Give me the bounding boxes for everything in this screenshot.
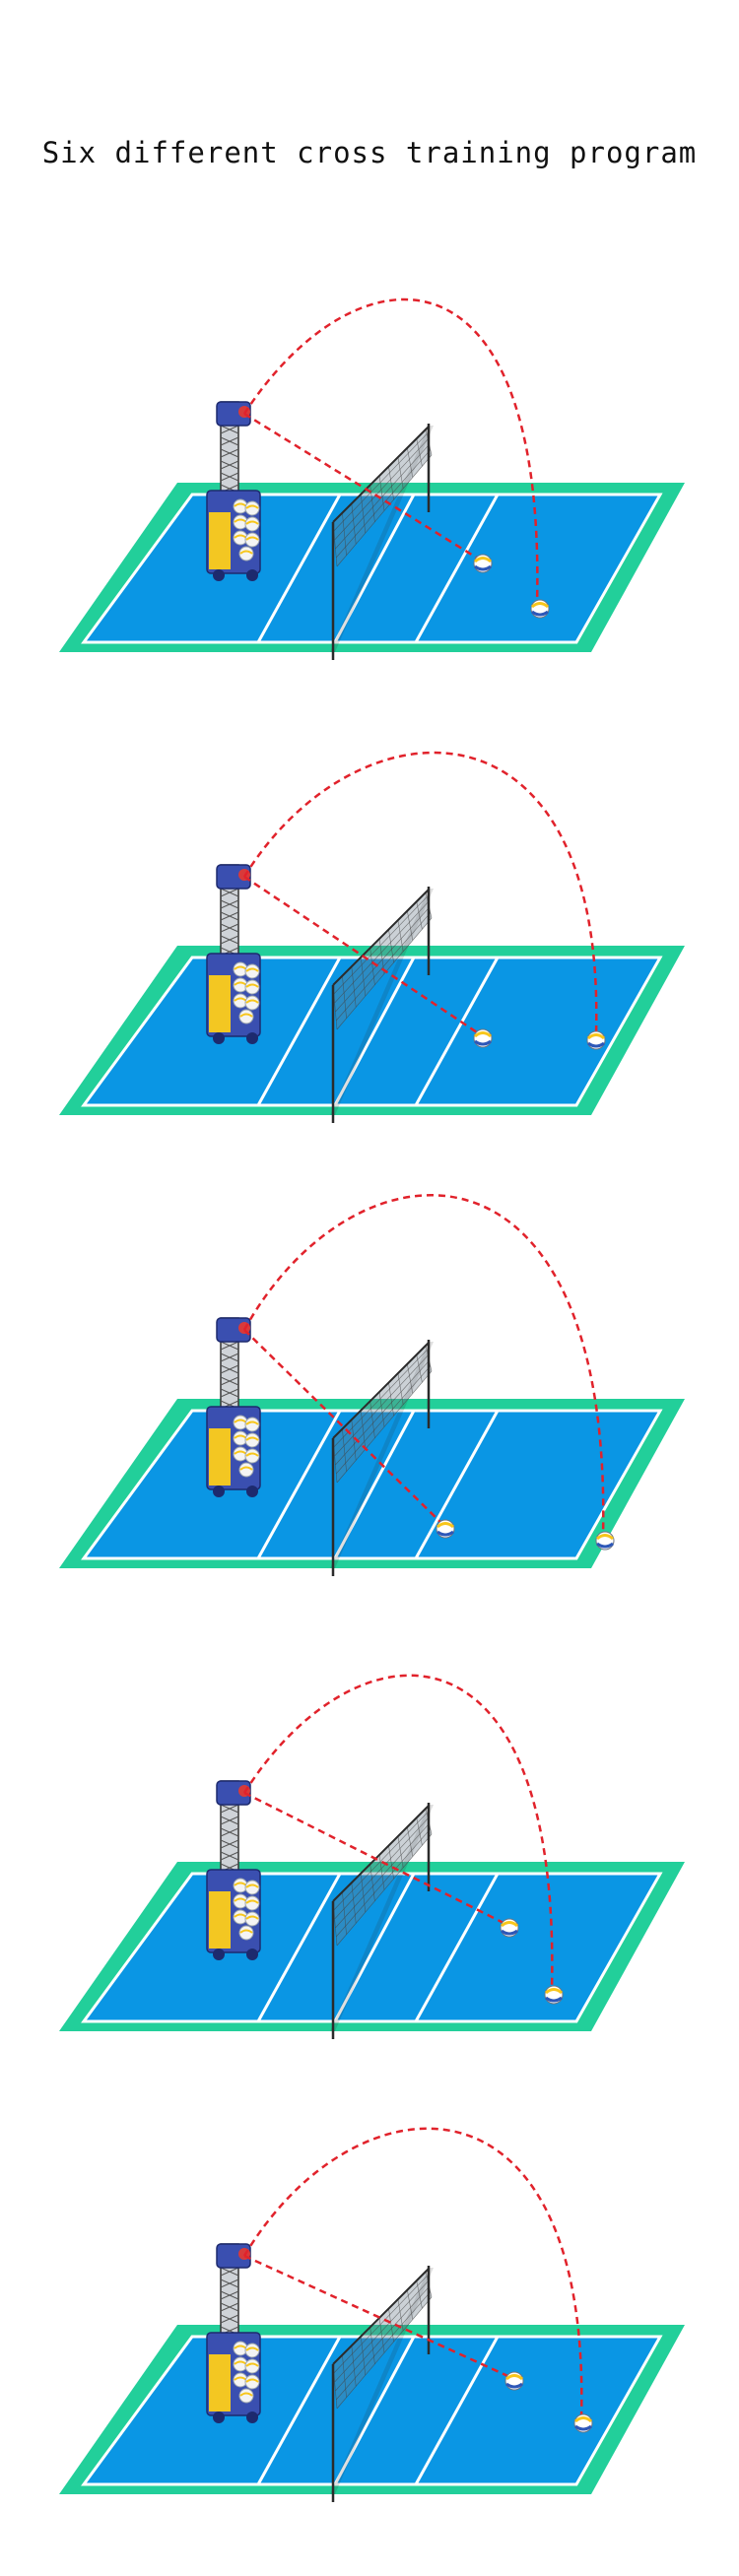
court-boundary-line [81, 956, 663, 1107]
court-line [256, 2336, 342, 2485]
court-boundary-line [81, 493, 663, 644]
volleyball-icon [500, 1918, 519, 1938]
net-icon [330, 424, 434, 660]
net-icon [330, 1340, 434, 1576]
net-icon [330, 2266, 434, 2502]
court-line [333, 2336, 416, 2485]
volleyball-icon [436, 1519, 455, 1539]
volleyball-icon [473, 554, 493, 573]
court-line [256, 1410, 342, 1559]
court-line [414, 1873, 500, 2022]
volleyball-icon [586, 1030, 606, 1050]
short-trajectory [243, 2254, 515, 2381]
volleyball-icon [530, 599, 550, 619]
court-line [333, 494, 416, 643]
court-line [333, 957, 416, 1106]
long-trajectory [242, 297, 539, 606]
drill-panel [0, 1606, 739, 2069]
volleyball-icon [504, 2371, 524, 2391]
drill-panel [0, 2069, 739, 2532]
page-title: Six different cross training program [41, 136, 698, 169]
long-trajectory [242, 2127, 583, 2419]
ball-machine-icon [206, 401, 261, 581]
court-line [333, 1873, 416, 2022]
court-line [414, 494, 500, 643]
drill-panel [0, 690, 739, 1153]
short-trajectory [243, 1791, 510, 1928]
court-line [256, 957, 342, 1106]
volleyball-icon [595, 1531, 615, 1551]
volleyball-icon [473, 1028, 493, 1048]
long-trajectory [242, 1194, 605, 1538]
court-diagram [59, 297, 685, 660]
short-trajectory [243, 875, 484, 1038]
court-line [414, 2336, 500, 2485]
court-boundary-line [81, 1872, 663, 2023]
drill-panel [0, 227, 739, 690]
net-icon [330, 1803, 434, 2039]
ball-machine-icon [206, 1780, 261, 1960]
ball-machine-icon [206, 2243, 261, 2423]
long-trajectory [242, 751, 598, 1035]
court-diagram [59, 1674, 685, 2039]
court-line [256, 494, 342, 643]
court-diagram [59, 2127, 685, 2502]
court-line [414, 957, 500, 1106]
court-line [333, 1410, 416, 1559]
court-diagram [59, 751, 685, 1123]
court-line [414, 1410, 500, 1559]
ball-machine-icon [206, 1317, 261, 1497]
volleyball-icon [573, 2413, 593, 2433]
ball-machine-icon [206, 864, 261, 1044]
net-icon [330, 887, 434, 1123]
volleyball-icon [544, 1985, 564, 2005]
court-diagram [59, 1194, 685, 1576]
court-line [256, 1873, 342, 2022]
court-boundary-line [81, 2335, 663, 2486]
court-boundary-line [81, 1409, 663, 1560]
drill-panel [0, 1143, 739, 1606]
